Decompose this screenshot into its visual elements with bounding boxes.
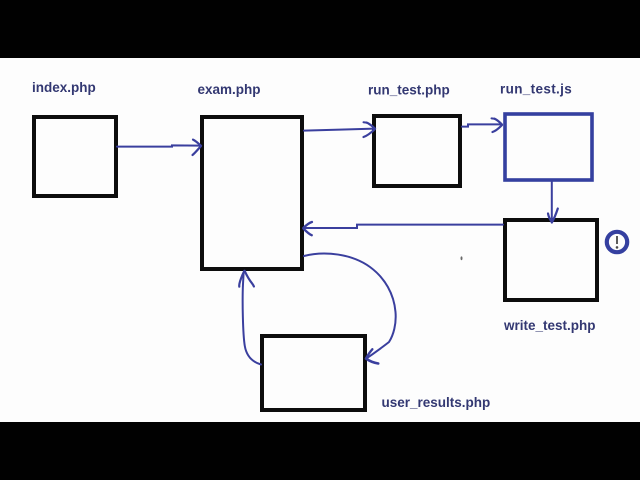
svg-text:run_test.js: run_test.js <box>500 81 572 96</box>
svg-text:exam.php: exam.php <box>198 82 261 97</box>
svg-text:run_test.php: run_test.php <box>368 83 450 98</box>
svg-text:index.php: index.php <box>32 80 96 95</box>
svg-text:user_results.php: user_results.php <box>382 395 491 410</box>
svg-text:write_test.php: write_test.php <box>503 318 596 333</box>
